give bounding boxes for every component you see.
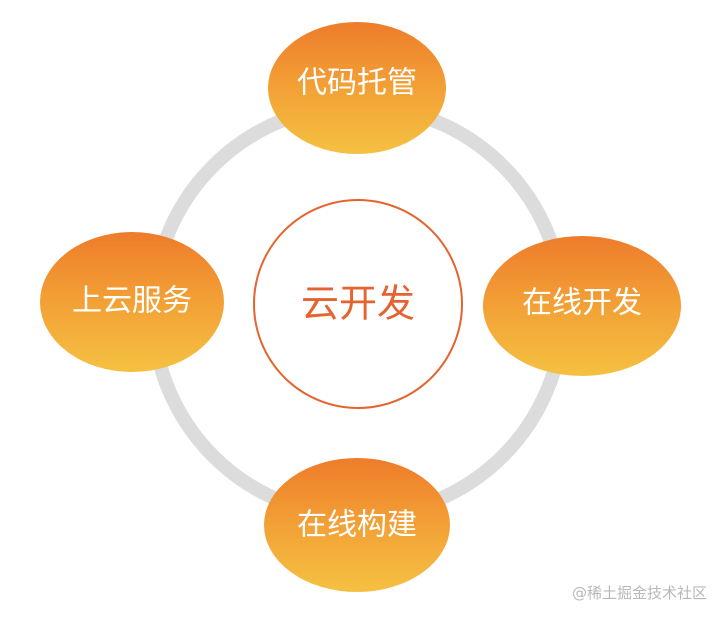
node-code-hosting: 代码托管 xyxy=(268,22,446,154)
node-label: 在线开发 xyxy=(522,286,642,321)
node-ellipse xyxy=(268,22,446,154)
watermark: @稀土掘金技术社区 xyxy=(571,584,707,602)
node-online-dev: 在线开发 xyxy=(483,236,681,376)
node-label: 代码托管 xyxy=(297,66,417,101)
node-online-build: 在线构建 xyxy=(264,458,450,592)
node-label: 上云服务 xyxy=(72,284,192,319)
center-label: 云开发 xyxy=(301,282,415,326)
center-circle xyxy=(253,199,463,409)
node-label: 在线构建 xyxy=(297,508,417,543)
node-cloud-services: 上云服务 xyxy=(40,232,224,372)
node-ellipse xyxy=(483,236,681,376)
node-ellipse xyxy=(40,232,224,372)
node-ellipse xyxy=(264,458,450,592)
